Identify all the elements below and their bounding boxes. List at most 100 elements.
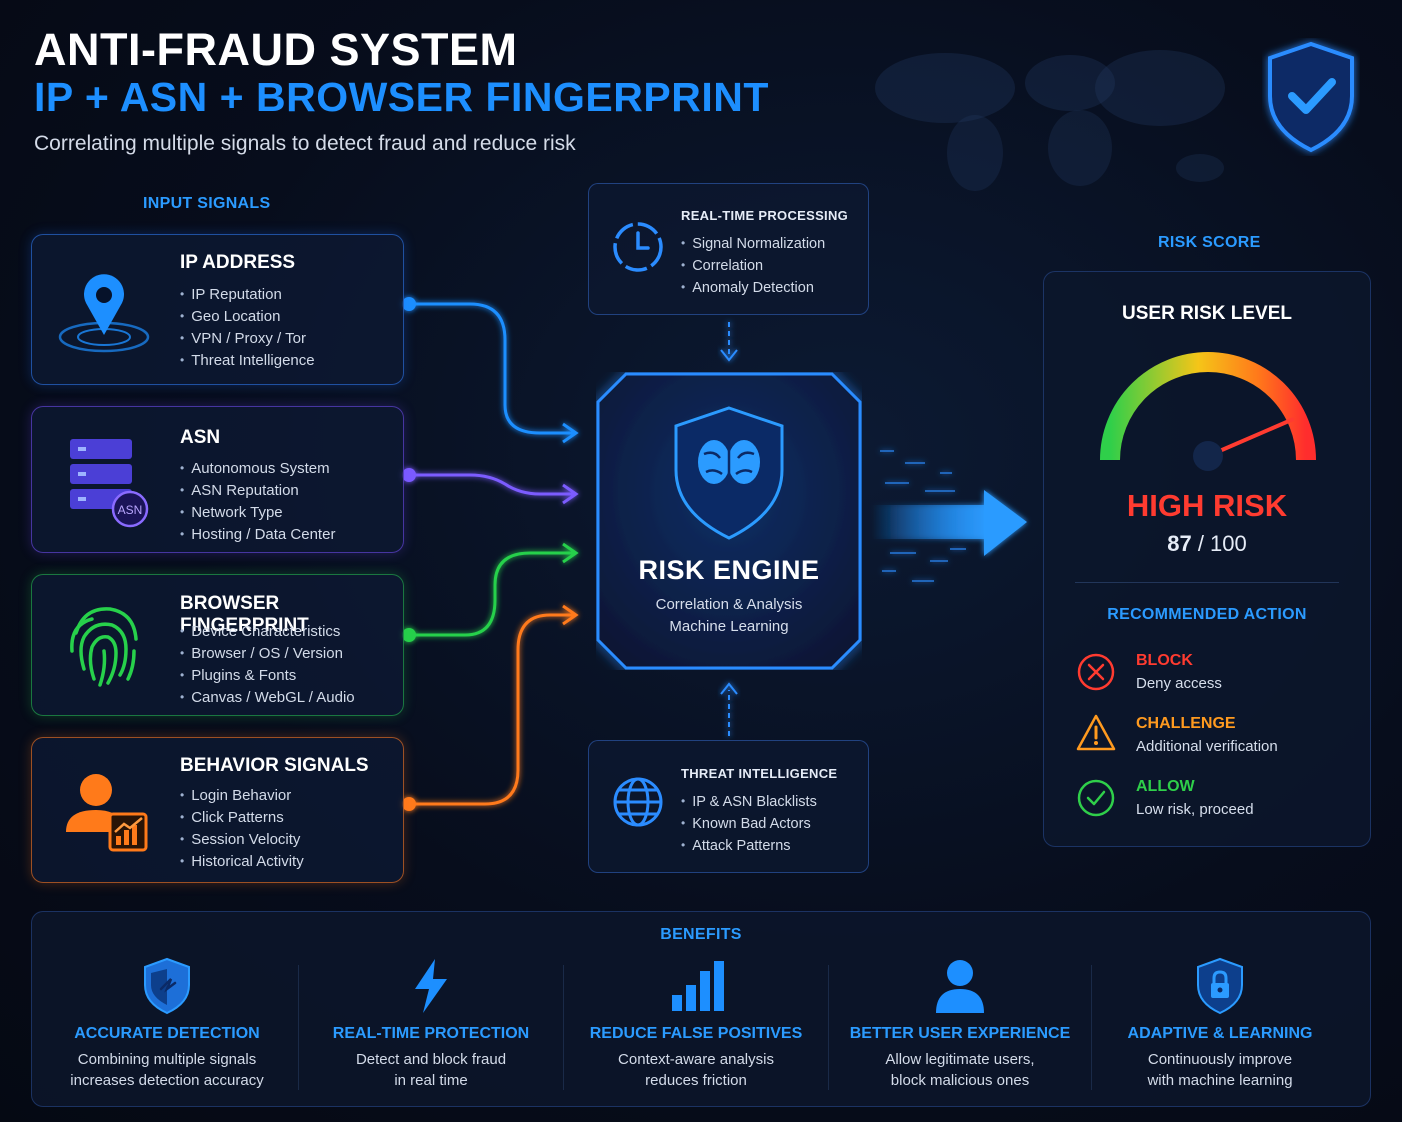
benefit-desc: Allow legitimate users, block malicious …: [828, 1049, 1092, 1091]
benefit-desc-line: with machine learning: [1147, 1072, 1293, 1089]
list-item: VPN / Proxy / Tor: [180, 328, 315, 350]
benefit-title: REDUCE FALSE POSITIVES: [589, 1025, 803, 1042]
real-time-processing-box: REAL-TIME PROCESSING Signal Normalizatio…: [588, 183, 869, 315]
ip-connector: [402, 297, 579, 444]
benefit-reduce-false-positives: REDUCE FALSE POSITIVES Context-aware ana…: [564, 955, 828, 1091]
ip-address-card: IP ADDRESS IP Reputation Geo Location VP…: [31, 234, 404, 385]
list-item: Device Characteristics: [180, 621, 355, 643]
list-item: Plugins & Fonts: [180, 665, 355, 687]
benefit-desc-line: Continuously improve: [1147, 1051, 1293, 1068]
list-item: Login Behavior: [180, 785, 304, 807]
benefit-title: REAL-TIME PROTECTION: [332, 1025, 530, 1042]
list-item: Signal Normalization: [681, 233, 825, 255]
benefit-desc-line: reduces friction: [645, 1072, 747, 1089]
divider: [298, 965, 299, 1090]
clock-icon: [613, 222, 663, 272]
gauge-needle: [1206, 417, 1295, 458]
threat-to-engine-arrow: [720, 682, 738, 736]
list-item: Correlation: [681, 255, 825, 277]
lock-shield-icon: [1197, 957, 1243, 1015]
behavior-connector: [402, 604, 579, 811]
card-title: IP ADDRESS: [180, 252, 296, 273]
benefit-desc-line: block malicious ones: [890, 1072, 1030, 1089]
risk-score-max: / 100: [1197, 531, 1247, 556]
block-x-icon: [1077, 653, 1115, 691]
risk-engine-box: [596, 372, 862, 670]
benefit-desc-line: in real time: [394, 1072, 468, 1089]
benefit-desc-line: increases detection accuracy: [70, 1072, 264, 1089]
action-block-desc: Deny access: [1136, 675, 1222, 692]
list-item: Attack Patterns: [681, 835, 817, 857]
shield-icon: [144, 957, 190, 1015]
benefit-desc: Context-aware analysis reduces friction: [564, 1049, 828, 1091]
card-list: Device Characteristics Browser / OS / Ve…: [180, 621, 355, 709]
browser-fingerprint-card: BROWSER FINGERPRINT Device Characteristi…: [31, 574, 404, 716]
benefit-desc-line: Combining multiple signals: [77, 1051, 257, 1068]
list-item: Threat Intelligence: [180, 350, 314, 372]
benefit-accurate-detection: ACCURATE DETECTION Combining multiple si…: [35, 955, 299, 1091]
card-list: Autonomous System ASN Reputation Network…: [180, 458, 335, 546]
processing-title: REAL-TIME PROCESSING: [681, 208, 849, 223]
benefit-desc: Detect and block fraud in real time: [299, 1049, 563, 1091]
card-list: Login Behavior Click Patterns Session Ve…: [180, 785, 304, 873]
list-item: Click Patterns: [180, 807, 304, 829]
list-item: Hosting / Data Center: [180, 524, 335, 546]
benefit-title: ACCURATE DETECTION: [74, 1025, 260, 1042]
engine-subtitle: Machine Learning: [669, 618, 789, 635]
threat-title: THREAT INTELLIGENCE: [681, 766, 838, 781]
action-allow-name: ALLOW: [1136, 778, 1195, 795]
benefits-label: BENEFITS: [660, 926, 742, 943]
threat-intelligence-box: THREAT INTELLIGENCE IP & ASN Blacklists …: [588, 740, 869, 873]
risk-score-label: RISK SCORE: [1158, 234, 1261, 251]
globe-icon: [613, 777, 663, 827]
list-item: Network Type: [180, 502, 335, 524]
list-item: ASN Reputation: [180, 480, 335, 502]
benefit-desc-line: Allow legitimate users,: [885, 1051, 1035, 1068]
risk-level-value: HIGH RISK: [1126, 488, 1288, 523]
main-title-subline: IP + ASN + BROWSER FINGERPRINT: [34, 74, 769, 120]
benefit-desc-line: Context-aware analysis: [618, 1051, 774, 1068]
risk-gauge: [1100, 352, 1316, 471]
list-item: IP Reputation: [180, 284, 315, 306]
benefit-desc-line: Detect and block fraud: [355, 1051, 507, 1068]
engine-to-score-arrow: [872, 450, 1027, 582]
warning-triangle-icon: [1076, 714, 1116, 751]
fingerprint-connector: [402, 542, 579, 642]
action-allow-desc: Low risk, proceed: [1136, 801, 1254, 818]
processing-list: Signal Normalization Correlation Anomaly…: [681, 233, 825, 299]
list-item: Historical Activity: [180, 851, 304, 873]
behavior-signals-card: BEHAVIOR SIGNALS Login Behavior Click Pa…: [31, 737, 404, 883]
fingerprint-icon: [70, 607, 138, 687]
bar-chart-icon: [672, 961, 724, 1011]
risk-level-title: USER RISK LEVEL: [1122, 303, 1292, 324]
benefit-title: BETTER USER EXPERIENCE: [849, 1025, 1071, 1042]
asn-badge: ASN: [118, 503, 143, 517]
world-map-icon: [875, 50, 1225, 191]
engine-subtitle: Correlation & Analysis: [655, 596, 803, 613]
gauge-hub: [1193, 441, 1223, 471]
input-signals-label: INPUT SIGNALS: [143, 195, 271, 212]
list-item: Known Bad Actors: [681, 813, 817, 835]
check-circle-icon: [1077, 779, 1115, 817]
list-item: Session Velocity: [180, 829, 304, 851]
benefit-desc: Combining multiple signals increases det…: [35, 1049, 299, 1091]
subtitle: Correlating multiple signals to detect f…: [34, 132, 576, 155]
divider: [1091, 965, 1092, 1090]
shield-check-icon: [1268, 41, 1354, 153]
action-block-name: BLOCK: [1136, 652, 1193, 669]
list-item: Anomaly Detection: [681, 277, 825, 299]
main-title: ANTI-FRAUD SYSTEM: [34, 24, 518, 75]
list-item: Autonomous System: [180, 458, 335, 480]
list-item: IP & ASN Blacklists: [681, 791, 817, 813]
user-icon: [936, 960, 984, 1013]
list-item: Browser / OS / Version: [180, 643, 355, 665]
engine-title: RISK ENGINE: [638, 555, 820, 585]
asn-connector: [402, 468, 579, 505]
benefit-real-time-protection: REAL-TIME PROTECTION Detect and block fr…: [299, 955, 563, 1091]
server-asn-icon: ASN: [70, 439, 149, 528]
card-title: BEHAVIOR SIGNALS: [180, 755, 369, 776]
benefit-desc: Continuously improve with machine learni…: [1088, 1049, 1352, 1091]
divider: [828, 965, 829, 1090]
card-list: IP Reputation Geo Location VPN / Proxy /…: [180, 284, 315, 372]
list-item: Canvas / WebGL / Audio: [180, 687, 354, 709]
